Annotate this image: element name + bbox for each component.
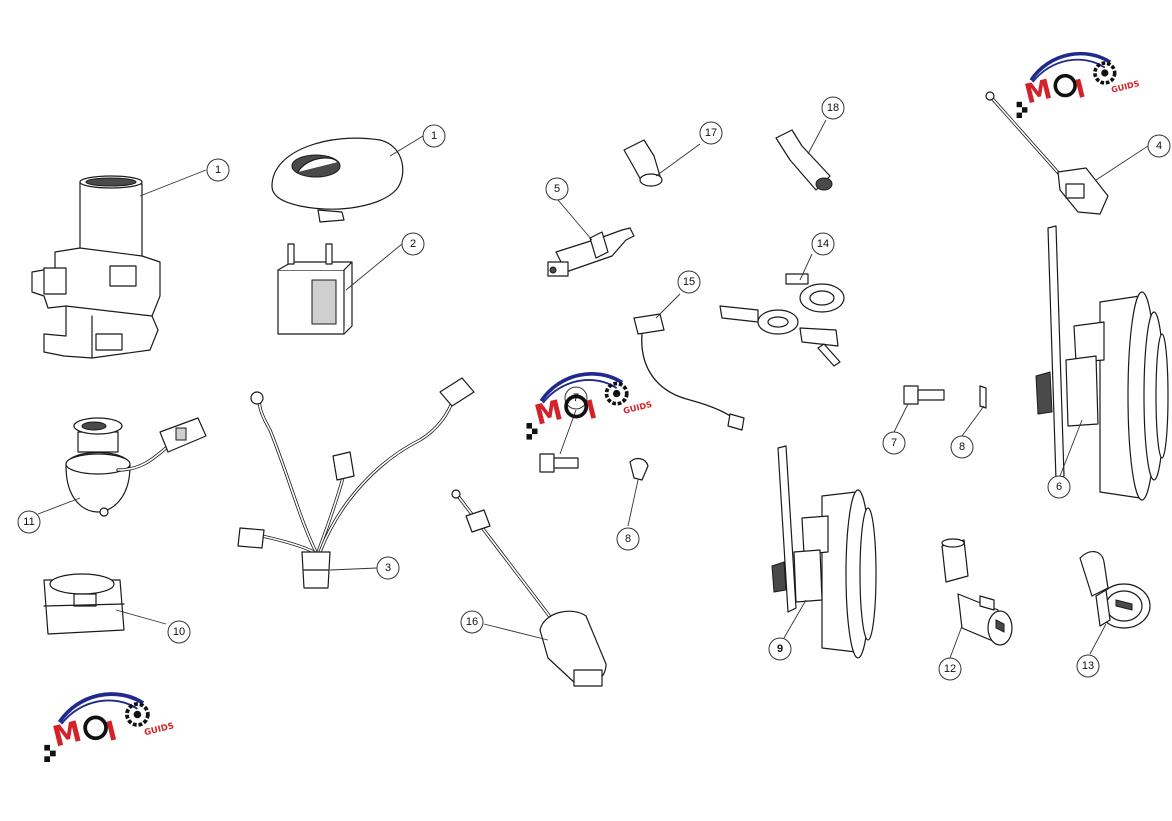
- callout-18: 18: [821, 96, 845, 120]
- svg-text:7: 7: [891, 437, 897, 449]
- callout-1a: 1: [206, 158, 230, 182]
- svg-text:6: 6: [1056, 481, 1062, 493]
- latch-mechanism: [547, 227, 635, 277]
- svg-text:1: 1: [431, 130, 437, 142]
- svg-text:4: 4: [1156, 140, 1162, 152]
- svg-text:12: 12: [944, 663, 956, 675]
- callout-8a: 8: [950, 435, 974, 459]
- svg-text:9: 9: [777, 643, 783, 655]
- callout-8b: 8: [616, 527, 640, 551]
- sensor-cable: [633, 313, 745, 431]
- callout-7a: 7: [882, 431, 906, 455]
- svg-text:16: 16: [466, 616, 478, 628]
- callout-16: 16: [460, 610, 484, 634]
- fuel-cap-assembly-center: [771, 445, 877, 659]
- svg-text:15: 15: [683, 276, 695, 288]
- callout-4: 4: [1147, 134, 1171, 158]
- lock-with-connector: [65, 417, 207, 517]
- callout-2: 2: [401, 232, 425, 256]
- angled-connector: [775, 129, 833, 191]
- clip-left: [629, 457, 649, 481]
- svg-text:1: 1: [215, 164, 221, 176]
- svg-text:11: 11: [23, 516, 34, 528]
- bolt-right: [903, 385, 945, 405]
- rubber-boot: [43, 573, 125, 635]
- switch-cover: [271, 137, 404, 223]
- callout-13: 13: [1076, 654, 1100, 678]
- key-set: [719, 273, 845, 367]
- cable-with-lock: [451, 489, 607, 687]
- callout-9: 9: [768, 637, 792, 661]
- relay: [277, 243, 353, 335]
- callout-10: 10: [167, 620, 191, 644]
- callout-1b: 1: [422, 124, 446, 148]
- svg-text:3: 3: [385, 562, 391, 574]
- svg-text:14: 14: [817, 238, 829, 250]
- callout-6: 6: [1047, 475, 1071, 499]
- lock-barrel: [1079, 551, 1151, 629]
- callout-17: 17: [699, 121, 723, 145]
- fuel-cap-assembly: [1035, 225, 1169, 501]
- watermark-logo-center: [524, 371, 655, 442]
- callout-5: 5: [545, 177, 569, 201]
- callout-14: 14: [811, 232, 835, 256]
- clip-right: [979, 385, 987, 409]
- watermark-logo-top-right: [1014, 51, 1143, 120]
- svg-text:10: 10: [173, 626, 185, 638]
- callout-15: 15: [677, 270, 701, 294]
- callout-12: 12: [938, 657, 962, 681]
- bolt-left: [539, 453, 579, 473]
- svg-text:2: 2: [410, 238, 416, 250]
- leader-lines: [37, 119, 1149, 659]
- ignition-switch-assembly: [31, 175, 161, 359]
- svg-text:5: 5: [554, 183, 560, 195]
- svg-text:8: 8: [625, 533, 631, 545]
- lock-cylinder: [941, 538, 1013, 646]
- svg-text:18: 18: [827, 102, 839, 114]
- callout-3: 3: [376, 556, 400, 580]
- wiring-harness: [237, 377, 475, 589]
- callout-11: 11: [17, 510, 41, 534]
- svg-text:17: 17: [705, 127, 717, 139]
- svg-text:13: 13: [1082, 660, 1094, 672]
- connector-cap: [623, 139, 663, 187]
- svg-text:8: 8: [959, 441, 965, 453]
- release-cable: [985, 91, 1109, 215]
- watermark-logo-bottom-left: [42, 692, 178, 764]
